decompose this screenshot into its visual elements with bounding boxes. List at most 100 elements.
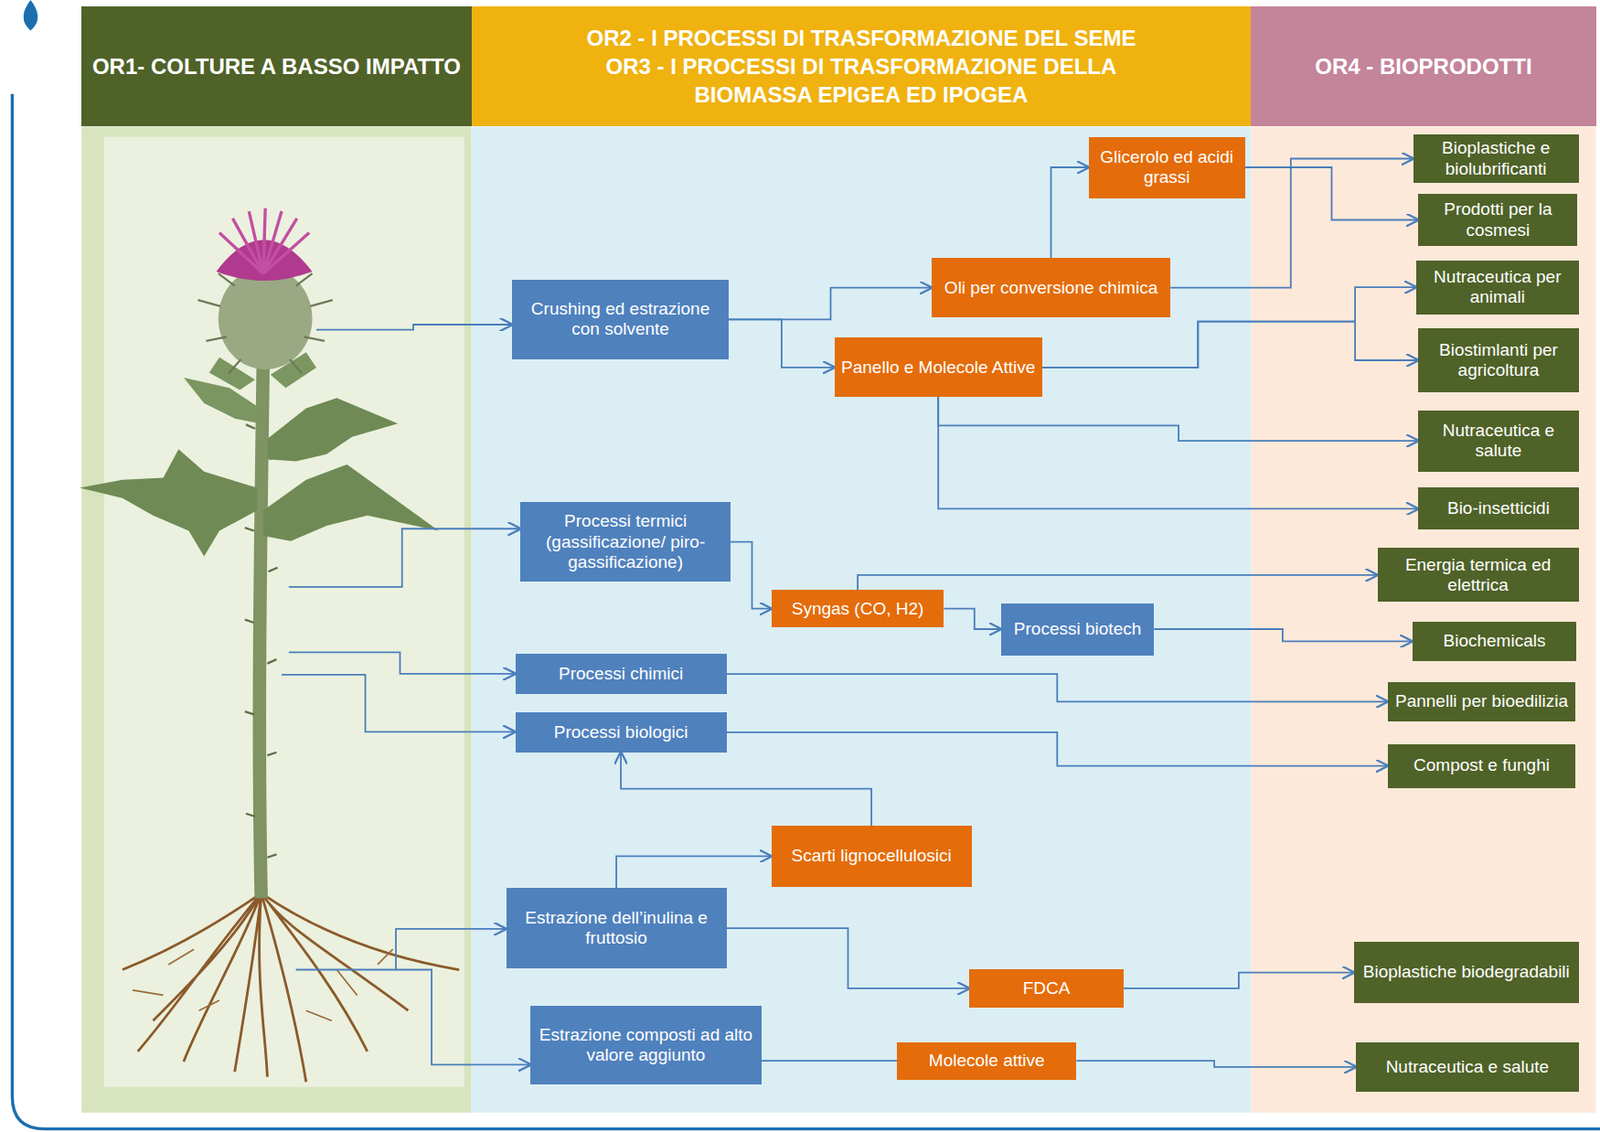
intermediate-box: Syngas (CO, H2) [771,589,945,628]
plant-rootlets [132,949,394,1021]
box-label: Bio-insetticidi [1447,498,1550,519]
plant-panel [104,137,465,1088]
flow-arrow [728,319,835,368]
column-header: OR4 - BIOPRODOTTI [1250,6,1596,128]
process-box: Estrazione dell’inulina e fruttosio [506,887,727,969]
process-box: Processi chimici [515,653,727,694]
product-box: Bio-insetticidi [1418,487,1579,530]
box-label: Estrazione dell’inulina e fruttosio [512,907,722,949]
flow-arrow [857,575,1378,590]
box-label: Bioplastiche biodegradabili [1363,961,1570,982]
flow-arrow [761,1059,897,1062]
leader-arrow [395,970,531,1066]
box-label: Estrazione composti ad alto valore aggiu… [535,1024,756,1066]
flow-arrow [726,673,1388,702]
leader-arrow [288,528,521,587]
column-panel [81,126,471,1112]
plant-leaf [183,377,261,424]
frame-curve [11,94,1600,1130]
flow-arrow [938,396,1419,441]
process-box: Crushing ed estrazione con solvente [512,279,729,360]
box-label: Molecole attive [928,1050,1046,1071]
header-label: OR3 - I PROCESSI DI TRASFORMAZIONE DELLA… [564,52,1159,109]
box-label: Compost e funghi [1413,755,1550,776]
leader-arrow [281,674,516,733]
process-box: Estrazione composti ad alto valore aggiu… [530,1005,761,1085]
box-label: Glicerolo ed acidi grassi [1094,147,1240,188]
product-box: Energia termica ed elettrica [1377,547,1579,602]
flow-arrow [1042,321,1419,368]
header-label: OR2 - I PROCESSI DI TRASFORMAZIONE DEL S… [586,23,1136,53]
box-label: Bioplastiche e biolubrificanti [1418,138,1574,179]
flow-arrow [943,608,1002,630]
product-box: Prodotti per la cosmesi [1418,193,1578,246]
flow-arrow [1153,629,1412,641]
process-box: Processi biotech [1001,603,1154,656]
header-label: OR4 - BIOPRODOTTI [1314,52,1532,81]
box-label: Pannelli per bioedilizia [1395,691,1568,712]
flow-arrow [1051,167,1089,258]
box-label: Processi chimici [558,663,683,684]
box-label: Scarti lignocellulosici [790,845,951,866]
bract-spines [198,273,333,374]
column-header: OR1- COLTURE A BASSO IMPATTO [81,6,471,128]
intermediate-box: Molecole attive [896,1042,1077,1080]
flow-arrow [726,928,971,989]
product-box: Compost e funghi [1387,744,1576,789]
column-panel [1250,126,1596,1112]
process-box: Processi termici (gassificazione/ piro-g… [520,501,731,582]
logo-mark [23,0,39,31]
process-box: Processi biologici [515,712,727,753]
flow-arrow [620,752,872,826]
box-label: Processi termici (gassificazione/ piro-g… [525,511,726,573]
product-box: Nutraceutica e salute [1355,1042,1579,1093]
box-label: Processi biotech [1013,618,1142,640]
product-box: Nutraceutica per animali [1416,260,1579,315]
flow-arrow [1245,167,1419,221]
product-box: Biostimlanti per agricoltura [1418,328,1579,392]
product-box: Bioplastiche biodegradabili [1354,941,1579,1003]
header-label: OR1- COLTURE A BASSO IMPATTO [92,52,461,81]
flow-arrow [1123,972,1355,989]
box-label: Prodotti per la cosmesi [1423,199,1572,240]
flow-arrow [728,288,932,320]
product-box: Pannelli per bioedilizia [1387,682,1576,723]
box-label: Processi biologici [554,722,689,743]
box-label: Nutraceutica e salute [1386,1056,1550,1078]
product-box: Biochemicals [1412,621,1578,662]
flow-arrow [938,396,1419,509]
plant-roots [122,893,459,1083]
box-label: Crushing ed estrazione con solvente [517,298,724,340]
product-box: Nutraceutica e salute [1418,410,1579,472]
box-label: Syngas (CO, H2) [791,598,925,619]
plant-leaf [79,448,257,556]
box-label: Panello e Molecole Attive [841,357,1035,378]
flow-arrow [730,542,772,609]
leader-arrow [316,324,512,331]
flower-bracts [218,266,313,370]
box-label: Oli per conversione chimica [944,277,1158,299]
flow-arrow [1076,1060,1356,1067]
box-label: FDCA [1023,978,1071,999]
box-label: Energia termica ed elettrica [1383,554,1574,596]
box-label: Biostimlanti per agricoltura [1423,340,1573,381]
column-header: OR2 - I PROCESSI DI TRASFORMAZIONE DEL S… [471,6,1252,128]
thistle-illustration [79,208,459,1083]
box-label: Nutraceutica per animali [1421,266,1573,308]
flower-florets [219,208,310,274]
leader-arrow [296,928,507,971]
plant-stem [259,352,264,898]
plant-leaf [266,397,398,461]
box-label: Nutraceutica e salute [1423,420,1573,461]
intermediate-box: FDCA [969,969,1124,1007]
product-box: Bioplastiche e biolubrificanti [1413,134,1579,182]
intermediate-box: Panello e Molecole Attive [834,337,1043,397]
intermediate-box: Glicerolo ed acidi grassi [1088,137,1246,199]
box-label: Biochemicals [1443,630,1547,651]
intermediate-box: Scarti lignocellulosici [771,825,972,887]
plant-leaders [281,324,531,1065]
intermediate-box: Oli per conversione chimica [931,257,1171,318]
leader-arrow [288,651,516,673]
flow-arrow [616,855,772,888]
